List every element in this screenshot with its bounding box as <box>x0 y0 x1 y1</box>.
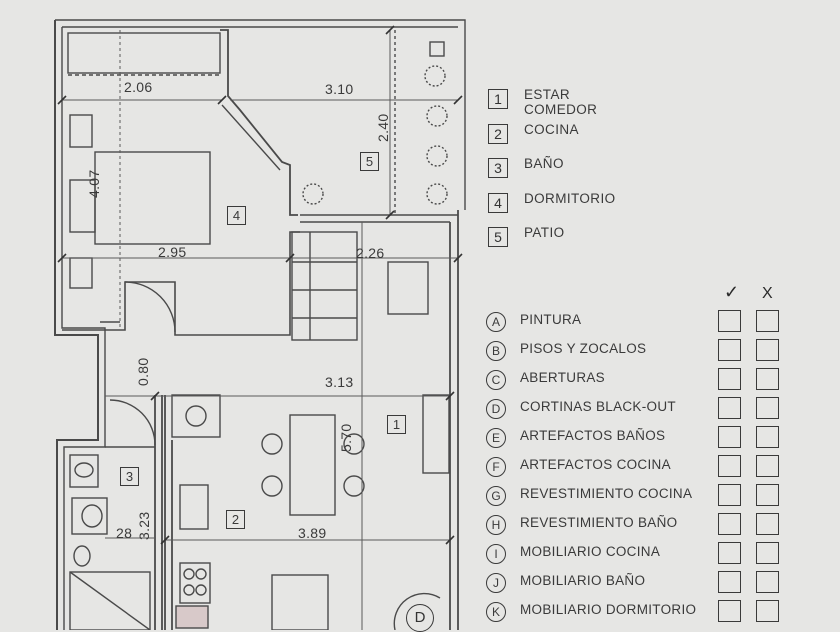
check-mark-header: ✓ <box>724 282 740 302</box>
legend-label: COCINA <box>524 121 579 137</box>
dimension-label: 3.13 <box>325 374 354 390</box>
legend-number: 5 <box>488 227 508 247</box>
reject-checkbox[interactable] <box>756 310 779 332</box>
item-letter: H <box>486 515 506 535</box>
checklist-row: I MOBILIARIO COCINA <box>486 542 806 571</box>
item-label: PISOS Y ZOCALOS <box>520 341 647 356</box>
checklist-row: H REVESTIMIENTO BAÑO <box>486 513 806 542</box>
reject-checkbox[interactable] <box>756 484 779 506</box>
approve-checkbox[interactable] <box>718 513 741 535</box>
item-label: MOBILIARIO DORMITORIO <box>520 602 697 617</box>
legend-label: BAÑO <box>524 156 564 171</box>
checklist-row: E ARTEFACTOS BAÑOS <box>486 426 806 455</box>
room-tag-2: 2 <box>226 510 245 529</box>
room-tag-3: 3 <box>120 467 139 486</box>
item-letter: B <box>486 341 506 361</box>
door-tag-d: D <box>406 604 434 632</box>
approve-checkbox[interactable] <box>718 571 741 593</box>
legend-label: PATIO <box>524 225 565 240</box>
item-letter: G <box>486 486 506 506</box>
approve-checkbox[interactable] <box>718 397 741 419</box>
dimension-label: 3.10 <box>325 81 354 97</box>
item-label: MOBILIARIO COCINA <box>520 544 661 559</box>
dimension-label: 3.89 <box>298 525 327 541</box>
dimension-label: 2.40 <box>375 113 391 142</box>
approve-checkbox[interactable] <box>718 310 741 332</box>
reject-checkbox[interactable] <box>756 426 779 448</box>
dimension-label: 2.06 <box>124 79 153 95</box>
reject-checkbox[interactable] <box>756 542 779 564</box>
room-tag-5: 5 <box>360 152 379 171</box>
legend-number: 1 <box>488 89 508 109</box>
approve-checkbox[interactable] <box>718 455 741 477</box>
item-label: REVESTIMIENTO COCINA <box>520 486 693 501</box>
item-letter: J <box>486 573 506 593</box>
legend-number: 4 <box>488 192 508 213</box>
item-letter: E <box>486 428 506 448</box>
item-letter: F <box>486 457 506 477</box>
reject-checkbox[interactable] <box>756 339 779 361</box>
item-letter: I <box>486 544 506 564</box>
checklist-row: G REVESTIMIENTO COCINA <box>486 484 806 513</box>
approve-checkbox[interactable] <box>718 368 741 390</box>
approve-checkbox[interactable] <box>718 339 741 361</box>
approve-checkbox[interactable] <box>718 426 741 448</box>
legend-number: 2 <box>488 123 508 144</box>
item-letter: C <box>486 370 506 390</box>
item-letter: D <box>486 399 506 419</box>
dimension-label: 2.26 <box>356 245 385 261</box>
checklist-row: D CORTINAS BLACK-OUT <box>486 397 806 426</box>
checklist-row: K MOBILIARIO DORMITORIO <box>486 600 806 629</box>
item-label: ABERTURAS <box>520 370 605 385</box>
checklist-row: B PISOS Y ZOCALOS <box>486 339 806 368</box>
item-label: ARTEFACTOS BAÑOS <box>520 428 666 443</box>
checklist-row: J MOBILIARIO BAÑO <box>486 571 806 600</box>
dimension-label: 3.23 <box>136 511 152 540</box>
legend-label: DORMITORIO <box>524 190 616 206</box>
dimension-label: 5.70 <box>338 423 354 452</box>
room-tag-4: 4 <box>227 206 246 225</box>
item-letter: A <box>486 312 506 332</box>
reject-checkbox[interactable] <box>756 368 779 390</box>
legend-label: ESTAR COMEDOR <box>524 87 598 117</box>
dimension-label: 28 <box>116 525 133 541</box>
reject-checkbox[interactable] <box>756 455 779 477</box>
approve-checkbox[interactable] <box>718 542 741 564</box>
item-letter: K <box>486 602 506 622</box>
reject-checkbox[interactable] <box>756 513 779 535</box>
approve-checkbox[interactable] <box>718 600 741 622</box>
dimension-label: 2.95 <box>158 244 187 260</box>
checklist-row: C ABERTURAS <box>486 368 806 397</box>
item-label: PINTURA <box>520 312 582 327</box>
item-label: CORTINAS BLACK-OUT <box>520 399 676 414</box>
checklist-row: A PINTURA <box>486 310 806 339</box>
item-label: ARTEFACTOS COCINA <box>520 457 671 472</box>
item-label: MOBILIARIO BAÑO <box>520 573 646 588</box>
legend-number: 3 <box>488 158 508 178</box>
room-tag-1: 1 <box>387 415 406 434</box>
item-label: REVESTIMIENTO BAÑO <box>520 515 678 530</box>
reject-checkbox[interactable] <box>756 571 779 593</box>
checklist-row: F ARTEFACTOS COCINA <box>486 455 806 484</box>
reject-checkbox[interactable] <box>756 397 779 419</box>
x-mark-header: X <box>762 285 773 302</box>
dimension-label: 0.80 <box>135 357 151 386</box>
dimension-label: 4.07 <box>86 169 102 198</box>
approve-checkbox[interactable] <box>718 484 741 506</box>
reject-checkbox[interactable] <box>756 600 779 622</box>
